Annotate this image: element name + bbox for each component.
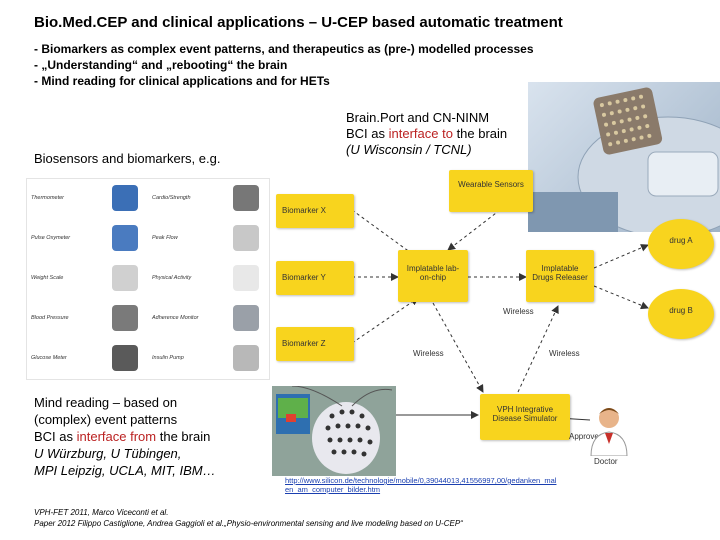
brainport-line-2-pre: BCI as (346, 126, 389, 141)
mind-line-2: (complex) event patterns (34, 412, 178, 427)
bullet-item: - „Understanding“ and „rebooting“ the br… (34, 58, 288, 72)
biomarker-x-label: Biomarker X (282, 206, 327, 215)
biosensor-label: Weight Scale (31, 275, 64, 281)
brainport-device-illustration (528, 87, 720, 232)
mind-line-5: MPI Leipzig, UCLA, MIT, IBM… (34, 463, 216, 478)
biosensor-label: Peak Flow (152, 235, 178, 241)
mind-line-3-pre: BCI as (34, 429, 77, 444)
biomarker-z-label: Biomarker Z (282, 339, 326, 348)
brainport-device-photo (528, 82, 720, 232)
mind-line-1: Mind reading – based on (34, 395, 178, 410)
drugs-releaser-label: Implatable Drugs Releaser (532, 264, 588, 282)
thermometer-icon (112, 185, 138, 211)
drugs-releaser-box: Implatable Drugs Releaser (526, 250, 594, 302)
activity-icon (233, 265, 259, 291)
biosensor-label: Pulse Oxymeter (31, 235, 71, 241)
brainport-line-2-post: the brain (452, 126, 508, 141)
references: VPH-FET 2011, Marco Viceconti et al. Pap… (34, 507, 463, 529)
biomarker-x-box: Biomarker X (276, 194, 354, 228)
scale-icon (112, 265, 138, 291)
biosensor-label: Thermometer (31, 195, 65, 201)
glucose-meter-icon (112, 345, 138, 371)
insulin-pump-icon (233, 345, 259, 371)
arrow-releaser-to-drug-a (593, 244, 649, 269)
brainport-line-3: (U Wisconsin / TCNL) (346, 142, 472, 157)
eeg-cap-illustration (272, 386, 396, 476)
silicon-link-line-2[interactable]: en_am_computer_bilder.htm (285, 485, 381, 494)
biomarker-y-box: Biomarker Y (276, 261, 354, 295)
biosensor-item: Adherence Monitor (148, 299, 269, 339)
doctor-label: Doctor (594, 457, 618, 466)
brainport-line-1: Brain.Port and CN-NINM (346, 110, 490, 125)
silicon-link[interactable]: http://www.silicon.de/technologie/mobile… (285, 476, 556, 494)
pill-box-icon (233, 305, 259, 331)
biosensor-item: Insulin Pump (148, 339, 269, 379)
drug-a-node: drug A (648, 219, 714, 269)
blood-pressure-icon (112, 305, 138, 331)
eeg-cap-photo (272, 386, 396, 476)
drug-a-label: drug A (669, 236, 693, 245)
lab-on-chip-label: Implatable lab-on-chip (406, 264, 460, 282)
biosensor-label: Blood Pressure (31, 315, 69, 321)
peak-flow-icon (233, 225, 259, 251)
slide-title: Bio.Med.CEP and clinical applications – … (34, 14, 563, 31)
biosensor-label: Physical Activity (152, 275, 192, 281)
biosensor-item: Pulse Oxymeter (27, 219, 148, 259)
mind-line-4: U Würzburg, U Tübingen, (34, 446, 182, 461)
mind-line-3-highlight: interface from (76, 429, 157, 444)
biomarker-z-box: Biomarker Z (276, 327, 354, 361)
wireless-label-simulator: Wireless (549, 349, 580, 358)
silicon-link-line-1[interactable]: http://www.silicon.de/technologie/mobile… (285, 476, 557, 485)
disease-simulator-label: VPH Integrative Disease Simulator (492, 405, 558, 423)
biosensor-item: Peak Flow (148, 219, 269, 259)
reference-2: Paper 2012 Filippo Castiglione, Andrea G… (34, 519, 463, 528)
wearable-sensors-box: Wearable Sensors (449, 170, 533, 212)
mind-line-3-post: the brain (156, 429, 211, 444)
brainport-caption: Brain.Port and CN-NINM BCI as interface … (346, 110, 507, 158)
disease-simulator-box: VPH Integrative Disease Simulator (480, 394, 570, 440)
drug-b-label: drug B (669, 306, 693, 315)
mind-line-3: BCI as interface from the brain (34, 428, 216, 445)
bullet-list: - Biomarkers as complex event patterns, … (34, 41, 534, 89)
brainport-line-2-highlight: interface to (388, 126, 453, 141)
biosensors-label: Biosensors and biomarkers, e.g. (34, 151, 221, 166)
pulse-oximeter-icon (112, 225, 138, 251)
biomarker-y-label: Biomarker Y (282, 273, 326, 282)
arrow-wearable-to-chip (447, 209, 501, 251)
lab-on-chip-box: Implatable lab-on-chip (398, 250, 468, 302)
approve-label: Approve (569, 432, 599, 441)
biosensor-item: Cardio/Strength (148, 179, 269, 219)
arrow-simulator-to-releaser (517, 305, 559, 393)
reference-1: VPH-FET 2011, Marco Viceconti et al. (34, 508, 169, 517)
arrow-chip-to-simulator (432, 302, 484, 393)
wireless-label-chip: Wireless (413, 349, 444, 358)
biosensor-label: Insulin Pump (152, 355, 184, 361)
bullet-item: - Biomarkers as complex event patterns, … (34, 42, 534, 56)
arrow-releaser-to-drug-b (593, 285, 649, 310)
biosensor-item: Thermometer (27, 179, 148, 219)
doctor-icon (590, 408, 628, 456)
arrow-z-to-chip (351, 297, 419, 344)
biosensor-label: Cardio/Strength (152, 195, 191, 201)
brainport-line-2: BCI as interface to the brain (346, 126, 507, 142)
wearable-sensors-label: Wearable Sensors (458, 180, 524, 189)
mind-reading-caption: Mind reading – based on (complex) event … (34, 394, 216, 479)
biosensor-label: Adherence Monitor (152, 315, 199, 321)
drug-b-node: drug B (648, 289, 714, 339)
treadmill-icon (233, 185, 259, 211)
biosensor-item: Blood Pressure (27, 299, 148, 339)
biosensor-item: Glucose Meter (27, 339, 148, 379)
biosensor-label: Glucose Meter (31, 355, 67, 361)
bullet-item: - Mind reading for clinical applications… (34, 74, 330, 88)
biosensor-item: Weight Scale (27, 259, 148, 299)
wireless-label-releaser: Wireless (503, 307, 534, 316)
biosensor-item: Physical Activity (148, 259, 269, 299)
